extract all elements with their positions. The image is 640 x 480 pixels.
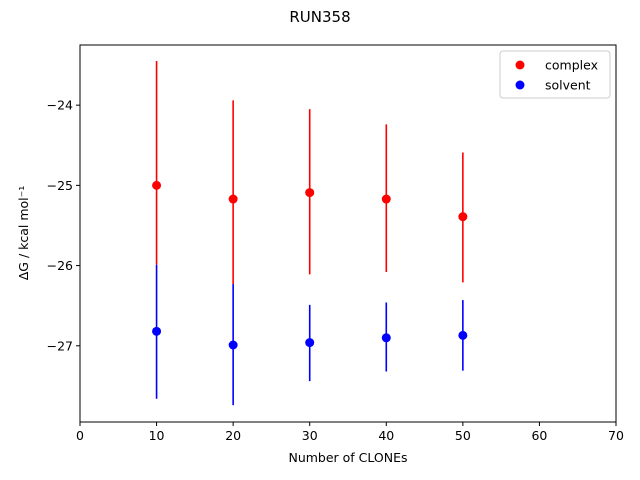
legend-marker-complex <box>515 60 525 70</box>
x-tick-label: 40 <box>378 428 394 443</box>
data-point-solvent <box>228 340 238 350</box>
y-ticks: −24 −25 −26 −27 <box>47 98 80 353</box>
x-ticks: 0 10 20 30 40 50 60 70 <box>76 422 624 443</box>
x-tick-label: 0 <box>76 428 84 443</box>
chart-title: RUN358 <box>289 8 350 26</box>
data-point-solvent <box>305 338 315 348</box>
y-tick-label: −25 <box>47 178 73 193</box>
data-point-solvent <box>152 326 162 336</box>
data-point-complex <box>228 194 238 204</box>
x-tick-label: 10 <box>149 428 165 443</box>
legend: complex solvent <box>499 50 611 99</box>
y-tick-label: −26 <box>47 258 73 273</box>
data-point-solvent <box>458 330 468 340</box>
data-point-complex <box>305 188 315 198</box>
data-point-complex <box>381 194 391 204</box>
y-tick-label: −24 <box>47 98 73 113</box>
data-point-complex <box>458 212 468 222</box>
x-tick-label: 50 <box>455 428 471 443</box>
x-tick-label: 30 <box>302 428 318 443</box>
x-tick-label: 60 <box>531 428 547 443</box>
y-axis-label: ΔG / kcal mol⁻¹ <box>16 186 31 281</box>
y-tick-label: −27 <box>47 338 73 353</box>
x-axis-label: Number of CLONEs <box>288 450 407 465</box>
data-points <box>152 180 468 350</box>
legend-box <box>499 50 611 99</box>
x-tick-label: 20 <box>225 428 241 443</box>
legend-label-complex: complex <box>545 58 598 73</box>
axes-frame <box>79 44 617 423</box>
legend-marker-solvent <box>515 80 525 90</box>
data-point-solvent <box>381 333 391 343</box>
error-bars <box>155 61 464 406</box>
data-point-complex <box>152 180 162 190</box>
legend-label-solvent: solvent <box>545 78 591 93</box>
x-tick-label: 70 <box>608 428 624 443</box>
